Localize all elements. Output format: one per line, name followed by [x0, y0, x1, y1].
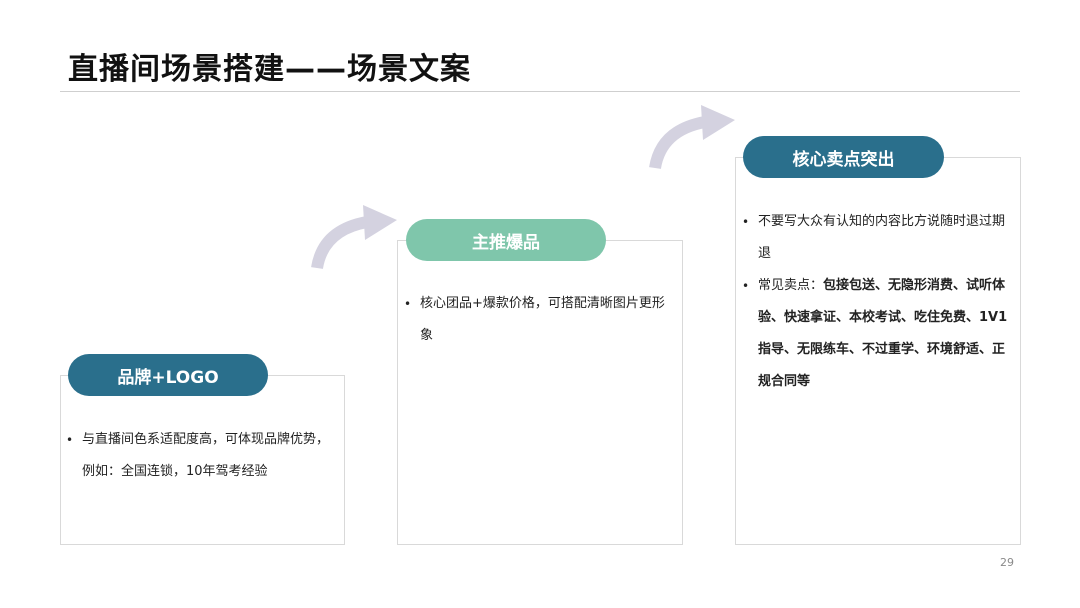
bullet-icon: • [66, 433, 74, 447]
card-core-selling-points [735, 157, 1021, 545]
page-number: 29 [1000, 556, 1014, 569]
card-brand-logo [60, 375, 345, 545]
bullet-icon: • [742, 279, 750, 293]
list-item: • 常见卖点：包接包送、无隐形消费、试听体验、快速拿证、本校考试、吃住免费、1V… [742, 270, 1012, 398]
bullet-icon: • [404, 297, 412, 311]
card-brand-logo-bullets: • 与直播间色系适配度高，可体现品牌优势，例如：全国连锁，10年驾考经验 [66, 424, 338, 488]
card-header-brand-logo: 品牌+LOGO [68, 354, 268, 396]
card-main-product [397, 240, 683, 545]
card-header-main-product: 主推爆品 [406, 219, 606, 261]
list-item: • 与直播间色系适配度高，可体现品牌优势，例如：全国连锁，10年驾考经验 [66, 424, 338, 488]
curved-arrow-icon [311, 205, 397, 270]
bullet-icon: • [742, 215, 750, 229]
title-divider [60, 91, 1020, 92]
list-item: • 不要写大众有认知的内容比方说随时退过期退 [742, 206, 1012, 270]
slide-title: 直播间场景搭建——场景文案 [68, 52, 471, 87]
list-item: • 核心团品+爆款价格，可搭配清晰图片更形象 [404, 288, 676, 352]
card-core-selling-points-bullets: • 不要写大众有认知的内容比方说随时退过期退 • 常见卖点：包接包送、无隐形消费… [742, 206, 1012, 398]
card-header-core-selling-points: 核心卖点突出 [743, 136, 944, 178]
card-main-product-bullets: • 核心团品+爆款价格，可搭配清晰图片更形象 [404, 288, 676, 352]
curved-arrow-icon [649, 105, 735, 170]
